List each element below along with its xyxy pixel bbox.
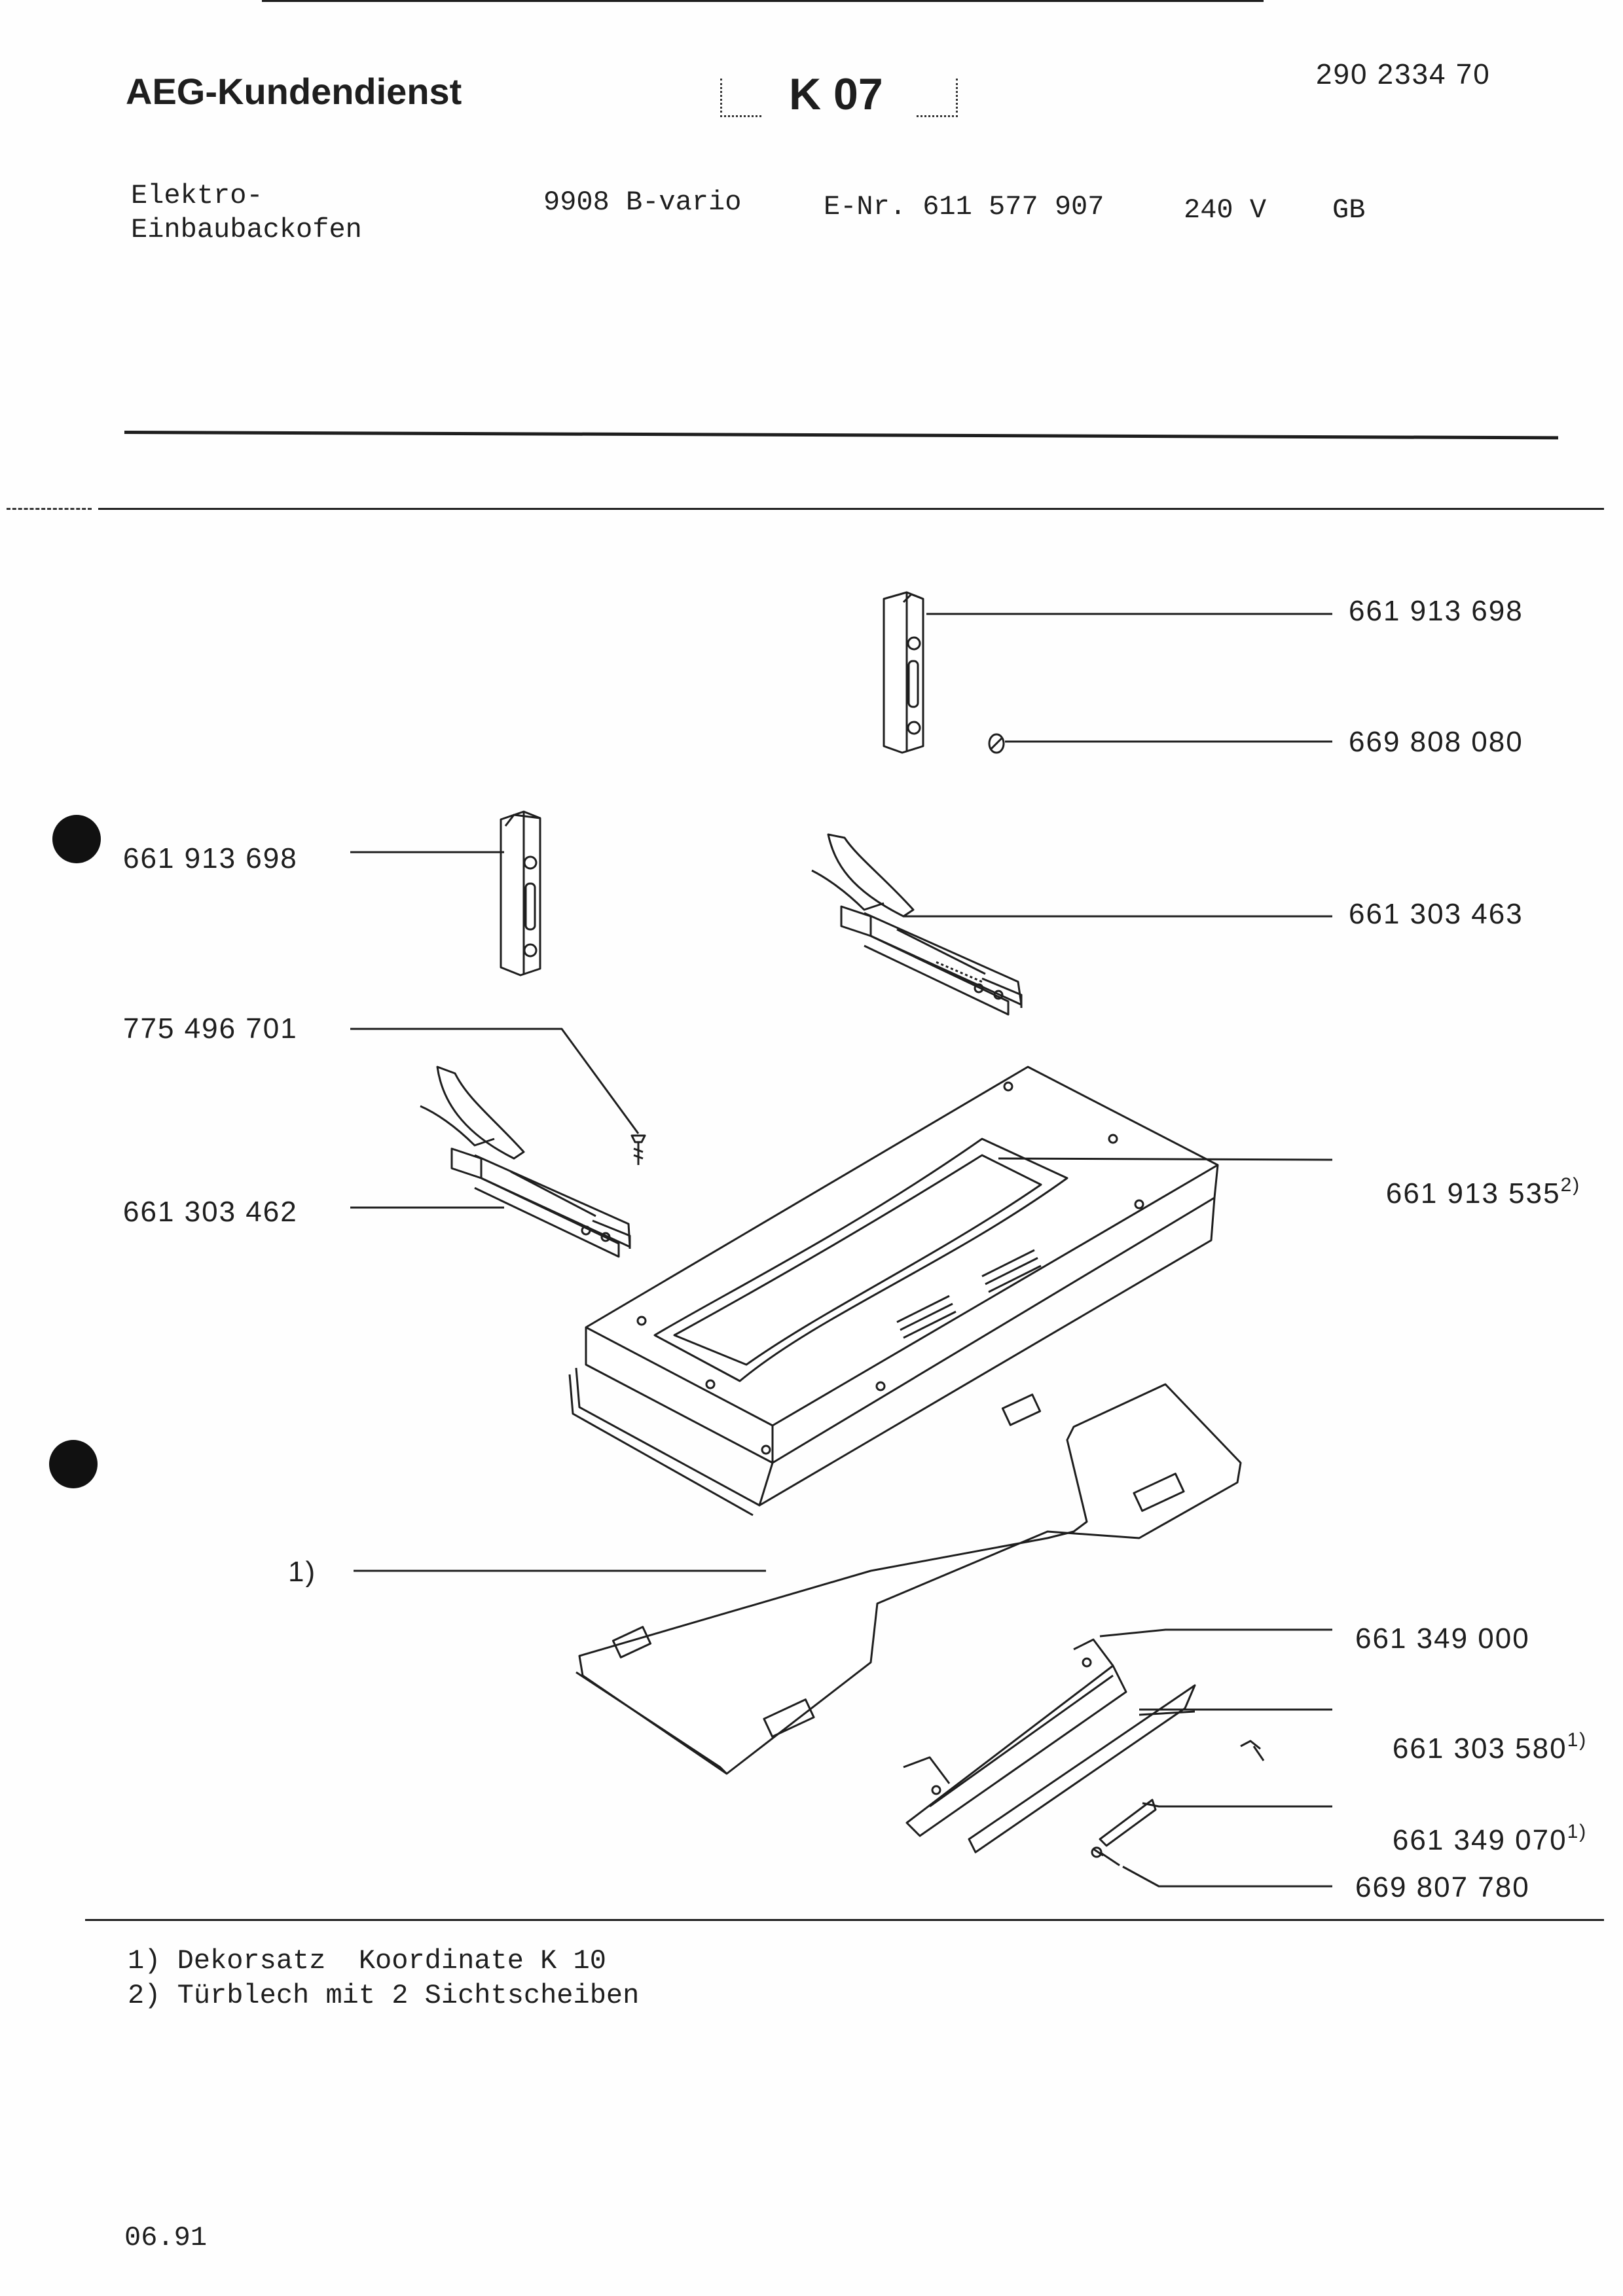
product-e-nr: E-Nr. 611 577 907	[824, 191, 1104, 223]
issue-date: 06.91	[124, 2222, 208, 2253]
top-border-line	[262, 0, 1264, 2]
footnote-1: 1) Dekorsatz Koordinate K 10	[128, 1945, 606, 1977]
hinge-661303463	[811, 833, 1023, 1016]
part-label-1: 661 913 698	[1349, 595, 1523, 627]
bullet-marker-1	[52, 815, 101, 863]
product-voltage: 240 V	[1184, 194, 1267, 226]
part-label-7: 661 303 462	[123, 1196, 298, 1228]
part-label-5: 775 496 701	[123, 1013, 298, 1045]
product-country: GB	[1332, 194, 1366, 226]
leader-661913535	[998, 1157, 1333, 1161]
screw-775496701	[630, 1134, 646, 1165]
sheet-code-bracket-left	[720, 79, 761, 117]
part-label-3: 661 913 698	[123, 842, 298, 874]
screw-669807780	[1091, 1846, 1120, 1867]
nut-669808080	[988, 733, 1005, 754]
part-label-4: 661 303 463	[1349, 898, 1523, 930]
screw-small	[1240, 1740, 1265, 1761]
leader-661349070	[1142, 1802, 1332, 1808]
leader-661349000	[1099, 1628, 1332, 1638]
hinge-bracket-upper	[883, 591, 924, 754]
hinge-bracket-left	[500, 810, 541, 977]
service-title: AEG-Kundendienst	[126, 71, 462, 112]
leader-775496701	[350, 1028, 640, 1134]
part-label-10: 661 303 5801)	[1355, 1702, 1587, 1792]
bullet-marker-2	[49, 1440, 98, 1488]
footnote-2: 2) Türblech mit 2 Sichtscheiben	[128, 1980, 640, 2011]
part-label-9: 661 349 000	[1355, 1623, 1530, 1655]
part-label-8: 1)	[288, 1556, 317, 1588]
part-label-6-number: 661 913 535	[1385, 1177, 1561, 1210]
part-label-11: 661 349 0701)	[1355, 1793, 1587, 1884]
part-label-6: 661 913 5352)	[1349, 1147, 1580, 1237]
part-label-10-number: 661 303 580	[1392, 1732, 1567, 1765]
part-label-11-number: 661 349 070	[1392, 1824, 1567, 1856]
sheet-code-bracket-right	[917, 79, 958, 117]
part-label-10-note: 1)	[1567, 1729, 1588, 1751]
part-label-12: 669 807 780	[1355, 1871, 1530, 1903]
product-type-line2: Einbaubackofen	[131, 214, 362, 245]
sheet-code-box: K 07	[720, 65, 962, 124]
part-label-11-note: 1)	[1567, 1821, 1588, 1842]
diagram-top-rule-dash	[7, 508, 92, 510]
trim-661303580	[968, 1684, 1196, 1854]
handle-661349000	[903, 1638, 1127, 1837]
part-label-6-note: 2)	[1560, 1174, 1581, 1196]
oven-door-661913535	[568, 1066, 1219, 1516]
product-model: 9908 B-vario	[543, 187, 742, 218]
diagram-bottom-rule	[85, 1919, 1604, 1921]
part-label-2: 669 808 080	[1349, 726, 1523, 758]
decor-panel	[575, 1383, 1242, 1775]
doc-number: 290 2334 70	[1316, 58, 1491, 90]
sheet-code: K 07	[789, 69, 883, 119]
hinge-661303462	[420, 1066, 631, 1258]
clip-661349070	[1099, 1799, 1157, 1847]
leader-669807780	[1122, 1865, 1332, 1888]
diagram-top-rule	[98, 508, 1604, 510]
product-type-line1: Elektro-	[131, 180, 263, 211]
